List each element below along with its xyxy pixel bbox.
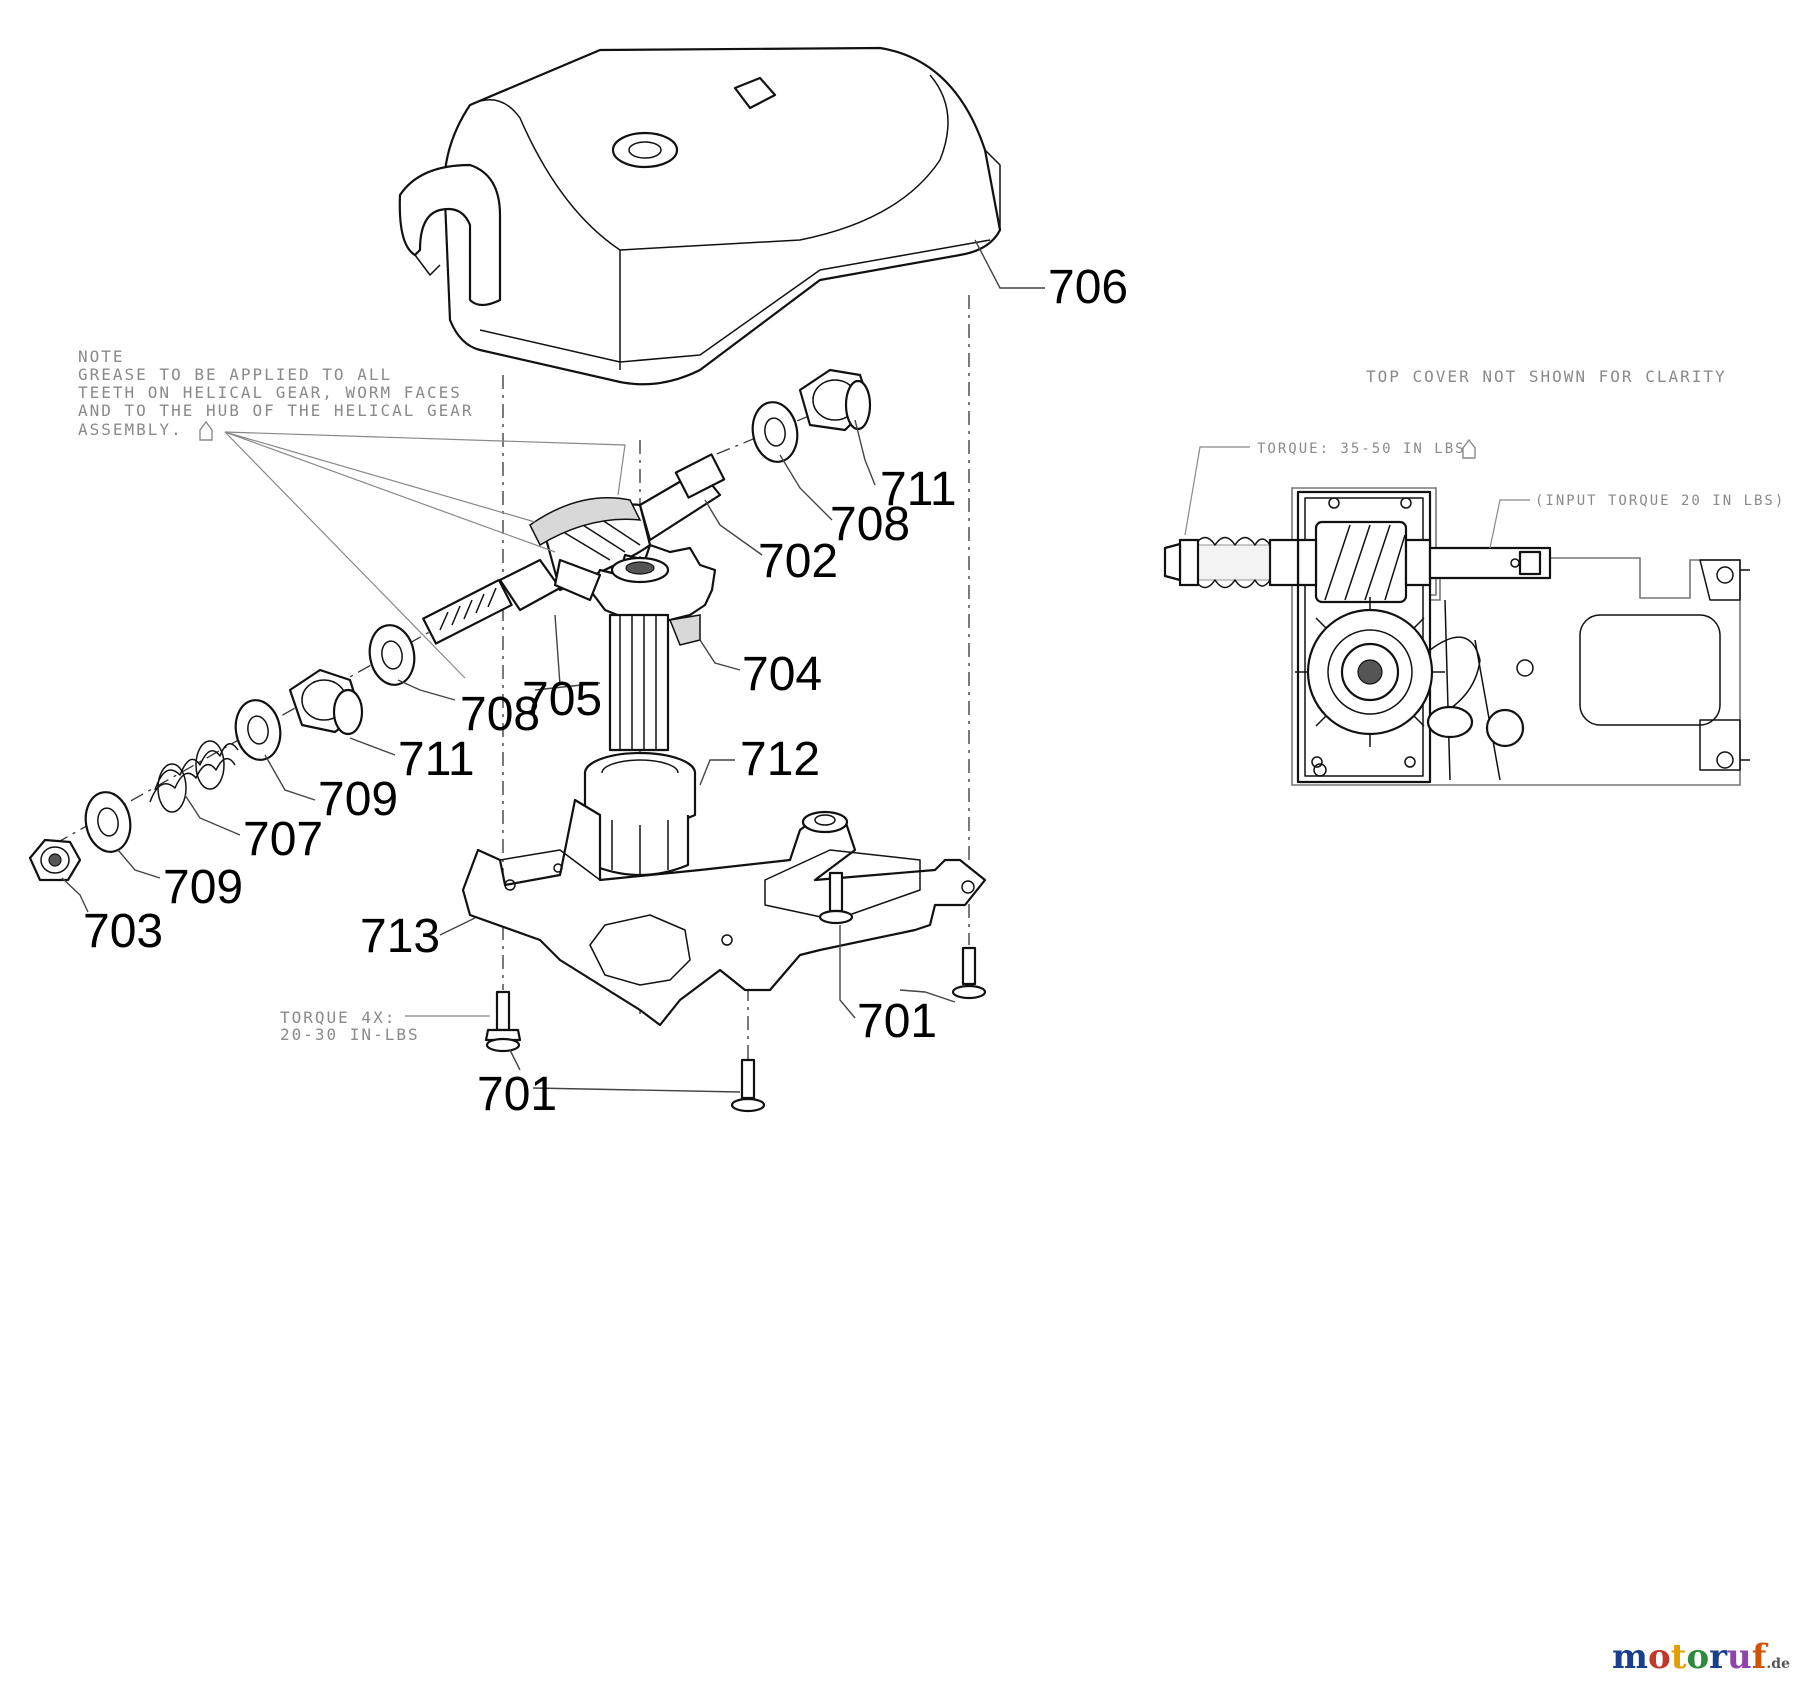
- part-label: 707: [243, 813, 323, 866]
- washer: [751, 401, 799, 463]
- helical-gear: [553, 543, 717, 752]
- part-label: 706: [1048, 261, 1128, 314]
- note-line: AND TO THE HUB OF THE HELICAL GEAR: [78, 401, 474, 420]
- nut: [28, 838, 82, 882]
- note-line: 20-30 IN-LBS: [280, 1025, 420, 1044]
- watermark-letter: u: [1727, 1637, 1752, 1677]
- part-label: 702: [758, 535, 838, 588]
- part-label: 705: [522, 673, 602, 726]
- bushing: [583, 751, 697, 878]
- top-cover-note: TOP COVER NOT SHOWN FOR CLARITY: [1366, 367, 1727, 386]
- part-label: 701: [857, 995, 937, 1048]
- note-leaders: [224, 431, 1530, 1017]
- part-label: 712: [740, 733, 820, 786]
- bolt: [484, 990, 522, 1053]
- note-line: ASSEMBLY.: [78, 420, 183, 439]
- part-label: 704: [742, 648, 822, 701]
- watermark-letter: t: [1670, 1637, 1687, 1677]
- top-cover: [398, 46, 1002, 386]
- grease-symbol-icon: [1462, 438, 1476, 459]
- bolt: [951, 946, 987, 1000]
- detail-view: [1163, 487, 1750, 786]
- watermark-letter: o: [1648, 1637, 1671, 1677]
- bolt: [818, 871, 854, 925]
- watermark-letter: f: [1751, 1637, 1767, 1677]
- input-torque-note: (INPUT TORQUE 20 IN LBS): [1535, 493, 1785, 509]
- part-labels: 706 711 708 702 704 708 705 711 712 709 …: [83, 261, 1128, 1121]
- part-label: 711: [398, 733, 475, 786]
- torque-spring-note: TORQUE: 35-50 IN LBS: [1257, 438, 1476, 459]
- part-label: 708: [460, 688, 540, 741]
- note-line: NOTE: [78, 347, 125, 366]
- grease-note: NOTE GREASE TO BE APPLIED TO ALL TEETH O…: [78, 347, 474, 441]
- watermark-logo: motoruf.de: [1612, 1637, 1790, 1677]
- washer: [84, 791, 132, 853]
- torque-bolts-note: TORQUE 4X: 20-30 IN-LBS: [280, 1008, 420, 1044]
- note-line: TEETH ON HELICAL GEAR, WORM FACES: [78, 383, 462, 402]
- spring: [149, 740, 239, 813]
- leader-lines: [61, 239, 1045, 1093]
- base-plate: [461, 798, 987, 1027]
- note-line: TORQUE: 35-50 IN LBS: [1257, 441, 1466, 457]
- watermark-letter: m: [1612, 1637, 1649, 1677]
- washer: [368, 624, 416, 686]
- washer: [234, 699, 282, 761]
- watermark-brand: motoruf: [1612, 1637, 1766, 1677]
- flange-nut: [798, 368, 872, 432]
- watermark-letter: o: [1686, 1637, 1710, 1677]
- part-label: 708: [830, 498, 910, 551]
- note-line: GREASE TO BE APPLIED TO ALL: [78, 365, 392, 384]
- part-label: 709: [318, 773, 398, 826]
- part-label: 713: [360, 910, 440, 963]
- bolt: [730, 1058, 766, 1113]
- note-line: TORQUE 4X:: [280, 1008, 396, 1027]
- watermark-suffix: .de: [1766, 1656, 1790, 1672]
- part-label: 703: [83, 905, 163, 958]
- watermark-letter: r: [1709, 1637, 1728, 1677]
- part-label: 709: [163, 861, 243, 914]
- part-label: 711: [880, 463, 957, 516]
- flange-nut: [288, 668, 364, 736]
- part-label: 701: [477, 1068, 557, 1121]
- grease-symbol-icon: [199, 420, 213, 441]
